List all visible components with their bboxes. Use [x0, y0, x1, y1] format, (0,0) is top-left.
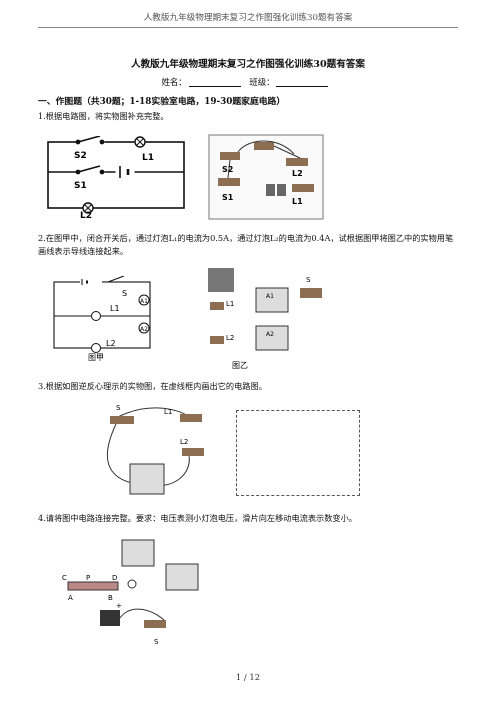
section-heading: 一、作图题（共30题；1-18实验室电路，19-30题家庭电路） — [38, 97, 286, 107]
q3-label-l1: L1 — [164, 408, 172, 416]
student-info-line: 姓名： 班级： — [0, 76, 496, 88]
class-label: 班级： — [249, 77, 275, 87]
q4-label-d: D — [112, 574, 117, 582]
q1-label-s2: S2 — [74, 151, 87, 161]
q4-label-p: P — [86, 574, 90, 582]
q1-label-l1: L1 — [142, 153, 154, 163]
q1-photo-label-l2: L2 — [292, 169, 303, 178]
question-1-text: 1.根据电路图，将实物图补充完整。 — [38, 111, 169, 121]
name-label: 姓名： — [161, 77, 187, 87]
q2-photo-label-a2: A2 — [266, 331, 274, 338]
q2-figure-b-caption: 图乙 — [232, 361, 248, 370]
q3-physical-circuit: S L1 L2 — [106, 404, 204, 495]
q4-physical-circuit: C P D A B + S — [62, 539, 199, 646]
q1-lamp-l2-icon — [82, 202, 94, 214]
q2-label-l1: L1 — [110, 304, 120, 313]
q2-label-a1: A1 — [140, 298, 148, 305]
q2-figure-a-caption: 图甲 — [88, 353, 104, 362]
q2-photo-label-a1: A1 — [266, 293, 274, 300]
q1-photo-label-s2: S2 — [222, 165, 233, 174]
class-blank[interactable] — [276, 77, 329, 87]
q1-photo-label-s1: S1 — [222, 193, 234, 202]
question-3-text: 3.根据如图逆反心理示的实物图，在虚线框内画出它的电路图。 — [38, 381, 267, 391]
q2-label-l2: L2 — [106, 339, 116, 348]
header-divider — [38, 27, 458, 28]
q4-label-plus: + — [116, 602, 122, 610]
q1-photo-label-l1: L1 — [292, 197, 303, 206]
q1-lamp-l1-icon — [134, 136, 146, 148]
q1-label-s1: S1 — [74, 181, 87, 191]
q2-photo-label-l2: L2 — [226, 334, 234, 342]
q2-photo-label-s: S — [306, 276, 311, 284]
q2-label-a2: A2 — [140, 326, 148, 333]
q3-answer-box[interactable] — [236, 410, 360, 496]
q2-label-s: S — [122, 289, 127, 298]
q3-label-s: S — [116, 404, 121, 412]
q4-label-b: B — [108, 594, 113, 602]
q4-label-s: S — [154, 638, 159, 646]
q2-circuit-diagram-a: S A1 A2 L1 L2 图甲 — [53, 276, 151, 362]
question-2-text: 2.在图甲中，闭合开关后，通过灯泡L₁的电流为0.5A，通过灯泡L₂的电流为0.… — [38, 233, 454, 256]
q1-label-l2: L2 — [80, 211, 92, 218]
name-blank[interactable] — [188, 77, 241, 87]
q1-circuit-diagram: S2 L1 S1 L2 — [47, 136, 185, 218]
q2-physical-components-b: L1 L2 A1 A2 S 图乙 — [208, 268, 322, 370]
question-4-text: 4.请将图中电路连接完整。要求：电压表测小灯泡电压，滑片向左移动电流表示数变小。 — [38, 513, 357, 523]
q3-label-l2: L2 — [180, 438, 188, 446]
q4-label-c: C — [62, 574, 67, 582]
q2-photo-label-l1: L1 — [226, 300, 234, 308]
q1-physical-circuit-photo: S2 L2 S1 L1 — [208, 134, 324, 220]
q4-label-a: A — [68, 594, 73, 602]
page-header-title: 人教版九年级物理期末复习之作图强化训练30题有答案 — [143, 13, 353, 23]
page-number: 1 / 12 — [235, 672, 261, 682]
document-title: 人教版九年级物理期末复习之作图强化训练30题有答案 — [130, 59, 365, 70]
